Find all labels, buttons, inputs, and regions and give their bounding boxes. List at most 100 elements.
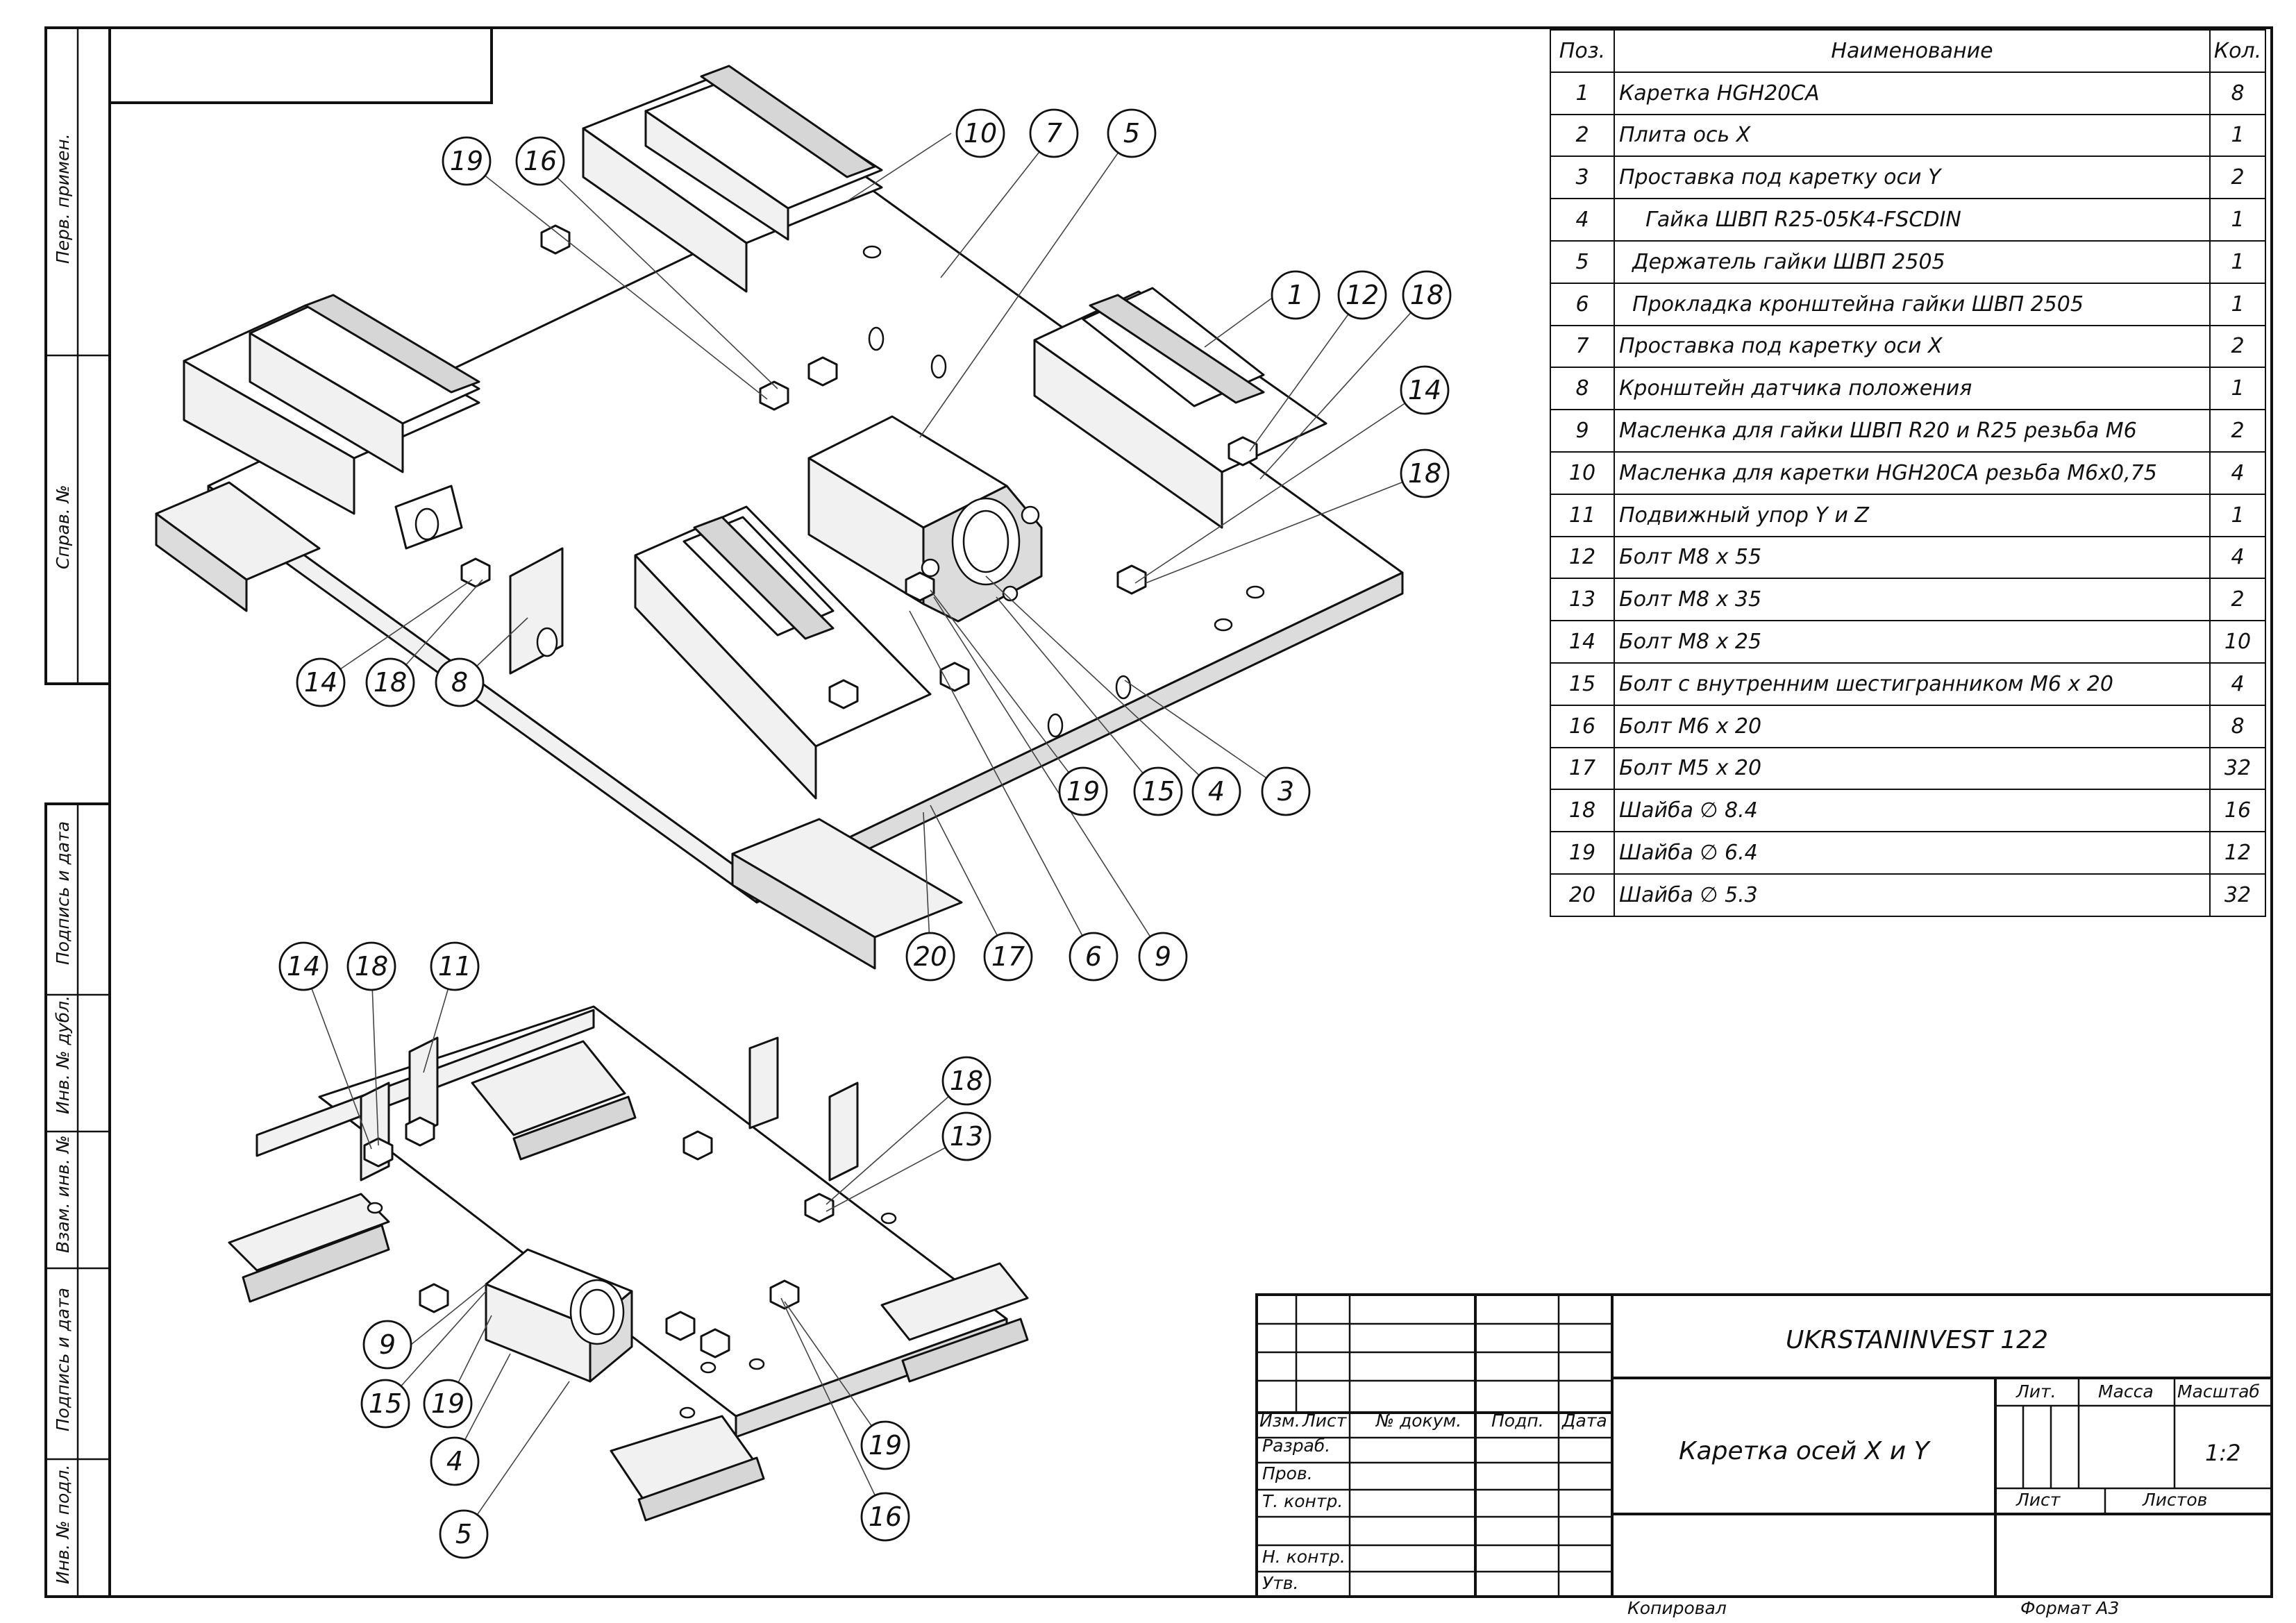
bottom-rail-left <box>242 1224 390 1303</box>
cell-qty: 1 <box>2209 367 2266 411</box>
callout-1: 1 <box>1271 270 1321 320</box>
rail-front <box>693 516 835 640</box>
label-lit: Лит. <box>2016 1381 2056 1402</box>
row-n-kontr: Н. контр. <box>1262 1547 1346 1567</box>
callout-15: 15 <box>1133 766 1183 816</box>
svg-text:14: 14 <box>1408 375 1441 405</box>
bottom-carriage-right <box>880 1262 1029 1341</box>
svg-text:4: 4 <box>446 1446 463 1477</box>
svg-text:9: 9 <box>1155 941 1171 972</box>
bottom-bracket-right <box>748 1036 779 1129</box>
cell-name: Шайба ∅ 6.4 <box>1614 831 2211 875</box>
callout-8: 8 <box>435 657 485 707</box>
cell-qty: 16 <box>2209 789 2266 833</box>
cell-name: Проставка под каретку оси Y <box>1614 155 2211 200</box>
spacer-x-left-front <box>183 360 355 515</box>
cell-name: Болт с внутренним шестигранником M6 x 20 <box>1614 662 2211 706</box>
scale-value: 1:2 <box>2205 1440 2241 1466</box>
label-sheets: Листов <box>2143 1490 2208 1510</box>
svg-text:15: 15 <box>369 1388 402 1419</box>
col-list: Лист <box>1302 1411 1347 1431</box>
row-utv: Утв. <box>1262 1573 1299 1593</box>
svg-text:18: 18 <box>1410 280 1443 310</box>
svg-text:19: 19 <box>450 146 483 176</box>
cell-pos: 6 <box>1550 282 1615 326</box>
strip-vzam-inv: Взам. инв. № <box>53 1135 73 1253</box>
cell-qty: 2 <box>2209 155 2266 200</box>
svg-text:11: 11 <box>438 951 471 982</box>
callout-9: 9 <box>362 1320 412 1370</box>
cell-qty: 8 <box>2209 71 2266 115</box>
bottom-carriage-left <box>228 1193 390 1272</box>
cell-name: Гайка ШВП R25-05K4-FSCDIN <box>1614 198 2211 242</box>
callouts-top-view: 19 16 10 7 5 1 12 18 14 18 14 18 8 19 15… <box>296 108 1452 982</box>
cell-pos: 8 <box>1550 367 1615 411</box>
cell-pos: 9 <box>1550 409 1615 453</box>
header-pos: Поз. <box>1550 29 1615 73</box>
callout-4: 4 <box>1191 766 1241 816</box>
svg-text:9: 9 <box>379 1329 396 1360</box>
top-isometric-view <box>155 65 1404 970</box>
svg-text:19: 19 <box>431 1388 464 1419</box>
strip-podpis-data-2: Подпись и дата <box>53 1287 73 1431</box>
callout-19: 19 <box>1058 766 1108 816</box>
rail-rear-top <box>700 65 876 178</box>
cell-name: Болт M5 x 20 <box>1614 746 2211 791</box>
callout-10: 10 <box>955 108 1005 158</box>
cell-pos: 1 <box>1550 71 1615 115</box>
svg-text:14: 14 <box>287 951 320 982</box>
svg-text:19: 19 <box>869 1430 902 1461</box>
cell-name: Болт M8 x 35 <box>1614 578 2211 622</box>
svg-text:14: 14 <box>304 667 337 698</box>
bottom-rail-rear <box>512 1095 637 1161</box>
callout-18: 18 <box>1402 270 1452 320</box>
callout-18: 18 <box>941 1056 991 1106</box>
cell-name: Болт M6 x 20 <box>1614 704 2211 748</box>
cell-name: Болт M8 x 25 <box>1614 620 2211 664</box>
drawing-title: Каретка осей X и Y <box>1679 1437 1929 1465</box>
label-sheet: Лист <box>2016 1490 2061 1510</box>
col-data: Дата <box>1562 1411 1607 1431</box>
cell-pos: 7 <box>1550 324 1615 369</box>
svg-text:12: 12 <box>1346 280 1379 310</box>
cell-name: Проставка под каретку оси X <box>1614 324 2211 369</box>
bolt-heads-bottom <box>363 1116 835 1359</box>
cell-qty: 1 <box>2209 198 2266 242</box>
row-t-kontr: Т. контр. <box>1262 1491 1343 1511</box>
drawing-designation: UKRSTANINVEST 122 <box>1786 1326 2048 1354</box>
cell-name: Подвижный упор Y и Z <box>1614 493 2211 537</box>
bolt-heads-top <box>460 224 1258 709</box>
designation-stamp-box <box>108 26 493 104</box>
cell-name: Шайба ∅ 8.4 <box>1614 789 2211 833</box>
callout-3: 3 <box>1261 766 1311 816</box>
svg-text:13: 13 <box>950 1121 983 1152</box>
lower-carriage-left-face <box>155 512 248 612</box>
cell-qty: 12 <box>2209 831 2266 875</box>
strip-inv-dubl: Инв. № дубл. <box>53 995 73 1114</box>
col-izm: Изм. <box>1259 1411 1300 1431</box>
col-podp: Подп. <box>1491 1411 1544 1431</box>
label-masshtab: Масштаб <box>2177 1381 2260 1402</box>
cell-qty: 4 <box>2209 451 2266 495</box>
callout-18: 18 <box>346 941 396 991</box>
spacer-x-rear-front <box>582 127 748 293</box>
cell-name: Болт M8 x 55 <box>1614 535 2211 580</box>
callout-20: 20 <box>905 932 955 982</box>
svg-text:16: 16 <box>869 1502 902 1532</box>
svg-text:5: 5 <box>455 1519 472 1549</box>
cell-pos: 10 <box>1550 451 1615 495</box>
col-doc: № докум. <box>1376 1411 1462 1431</box>
bottom-rail-right <box>901 1318 1029 1383</box>
svg-text:5: 5 <box>1123 118 1140 149</box>
